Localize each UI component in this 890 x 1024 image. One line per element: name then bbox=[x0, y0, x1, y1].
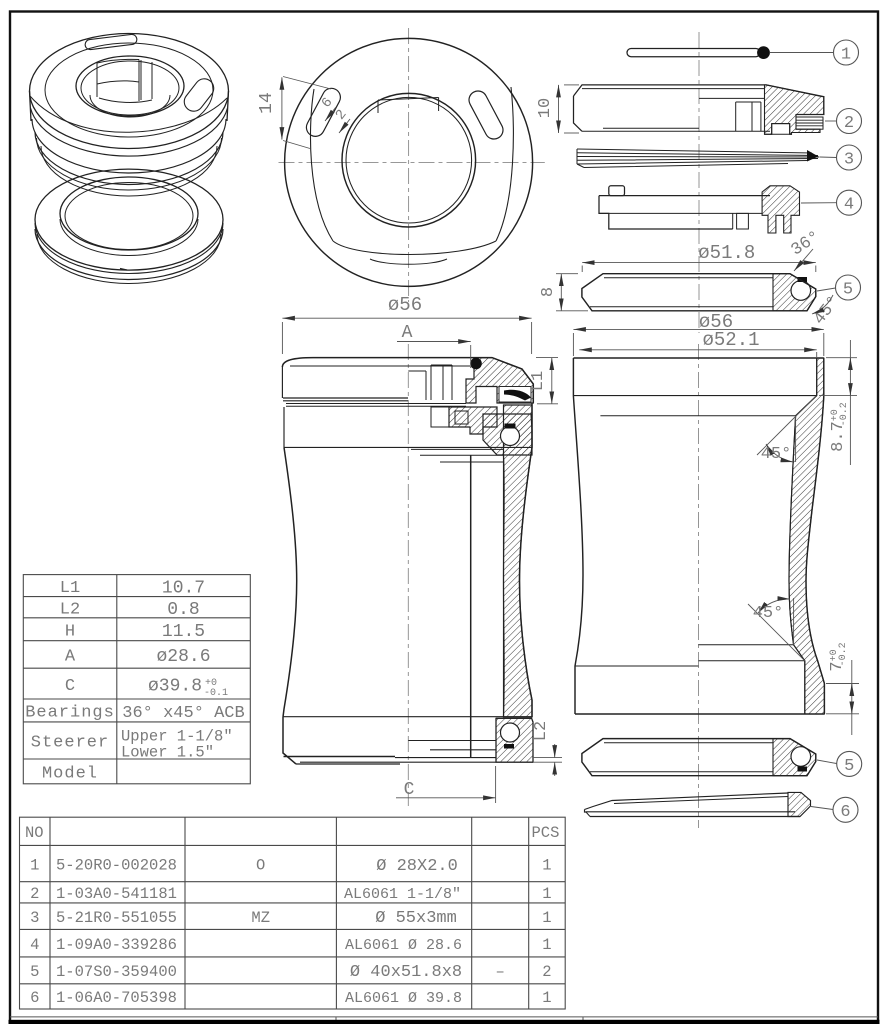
svg-text:14: 14 bbox=[257, 92, 277, 114]
svg-text:2: 2 bbox=[333, 107, 351, 123]
svg-text:6: 6 bbox=[319, 95, 337, 111]
svg-text:5-21R0-551055: 5-21R0-551055 bbox=[56, 909, 177, 927]
svg-text:1: 1 bbox=[542, 909, 551, 927]
svg-text:L2: L2 bbox=[60, 600, 80, 619]
svg-text:4: 4 bbox=[844, 196, 854, 215]
svg-text:4: 4 bbox=[30, 936, 39, 954]
svg-text:-0.1: -0.1 bbox=[204, 688, 228, 699]
svg-text:AL6061 1-1/8″: AL6061 1-1/8″ bbox=[344, 886, 461, 903]
svg-text:Steerer: Steerer bbox=[31, 734, 109, 753]
svg-text:A: A bbox=[402, 323, 413, 343]
svg-text:C: C bbox=[404, 780, 415, 800]
svg-text:3: 3 bbox=[844, 151, 854, 170]
svg-text:1: 1 bbox=[542, 885, 551, 903]
svg-text:+0: +0 bbox=[205, 678, 217, 689]
svg-text:45°: 45° bbox=[753, 604, 784, 623]
svg-text:5-20R0-002028: 5-20R0-002028 bbox=[56, 857, 177, 875]
svg-text:Bearings: Bearings bbox=[25, 704, 115, 723]
svg-text:8.7+0-0.2: 8.7+0-0.2 bbox=[829, 402, 850, 452]
svg-text:Ø 28X2.0: Ø 28X2.0 bbox=[376, 857, 458, 876]
svg-text:AL6061 Ø 39.8: AL6061 Ø 39.8 bbox=[345, 990, 462, 1007]
svg-text:5: 5 bbox=[30, 963, 39, 981]
svg-text:ø28.6: ø28.6 bbox=[156, 647, 210, 667]
svg-text:Model: Model bbox=[42, 765, 98, 784]
svg-text:Ø 55x3mm: Ø 55x3mm bbox=[375, 909, 457, 928]
svg-text:2: 2 bbox=[844, 114, 854, 133]
svg-text:1: 1 bbox=[542, 857, 551, 875]
svg-text:3: 3 bbox=[30, 909, 39, 927]
svg-text:ø39.8: ø39.8 bbox=[148, 676, 202, 696]
svg-text:1: 1 bbox=[542, 989, 551, 1007]
svg-text:L2: L2 bbox=[532, 721, 551, 741]
svg-text:C: C bbox=[65, 677, 75, 696]
svg-text:MZ: MZ bbox=[251, 909, 270, 927]
svg-text:36° x45° ACB: 36° x45° ACB bbox=[122, 704, 244, 723]
svg-text:8: 8 bbox=[539, 287, 558, 297]
svg-text:L1: L1 bbox=[60, 579, 80, 598]
svg-text:–: – bbox=[496, 963, 505, 981]
svg-text:5: 5 bbox=[843, 281, 853, 300]
svg-text:1-06A0-705398: 1-06A0-705398 bbox=[56, 989, 177, 1007]
svg-text:ø51.8: ø51.8 bbox=[698, 242, 755, 264]
svg-text:7+0-0.2: 7+0-0.2 bbox=[828, 642, 849, 671]
svg-text:Ø 40x51.8x8: Ø 40x51.8x8 bbox=[350, 963, 462, 982]
svg-text:2: 2 bbox=[542, 963, 551, 981]
svg-text:11.5: 11.5 bbox=[162, 622, 205, 642]
svg-text:ø52.1: ø52.1 bbox=[702, 329, 759, 351]
svg-text:AL6061 Ø 28.6: AL6061 Ø 28.6 bbox=[345, 937, 462, 954]
svg-text:6: 6 bbox=[30, 989, 39, 1007]
svg-text:1-09A0-339286: 1-09A0-339286 bbox=[56, 936, 177, 954]
svg-text:45°: 45° bbox=[761, 445, 792, 464]
svg-text:Upper 1-1/8″: Upper 1-1/8″ bbox=[121, 728, 233, 746]
svg-text:10: 10 bbox=[536, 98, 555, 118]
svg-text:O: O bbox=[256, 857, 265, 875]
svg-text:A: A bbox=[65, 648, 76, 667]
svg-text:1: 1 bbox=[542, 936, 551, 954]
svg-text:1-07S0-359400: 1-07S0-359400 bbox=[56, 963, 177, 981]
svg-text:6: 6 bbox=[840, 803, 850, 822]
svg-text:1: 1 bbox=[30, 857, 39, 875]
svg-text:Lower 1.5″: Lower 1.5″ bbox=[121, 744, 214, 762]
svg-text:ø56: ø56 bbox=[388, 294, 422, 316]
svg-text:10.7: 10.7 bbox=[162, 578, 205, 598]
svg-text:2: 2 bbox=[30, 885, 39, 903]
svg-text:36°: 36° bbox=[788, 228, 824, 261]
svg-text:PCS: PCS bbox=[532, 824, 560, 842]
svg-text:1: 1 bbox=[841, 46, 851, 65]
svg-text:NO: NO bbox=[25, 824, 44, 842]
svg-text:5: 5 bbox=[844, 757, 854, 776]
svg-text:H: H bbox=[65, 623, 75, 642]
svg-text:1-03A0-541181: 1-03A0-541181 bbox=[56, 885, 177, 903]
svg-text:0.8: 0.8 bbox=[167, 600, 199, 620]
svg-text:L1: L1 bbox=[529, 371, 548, 391]
